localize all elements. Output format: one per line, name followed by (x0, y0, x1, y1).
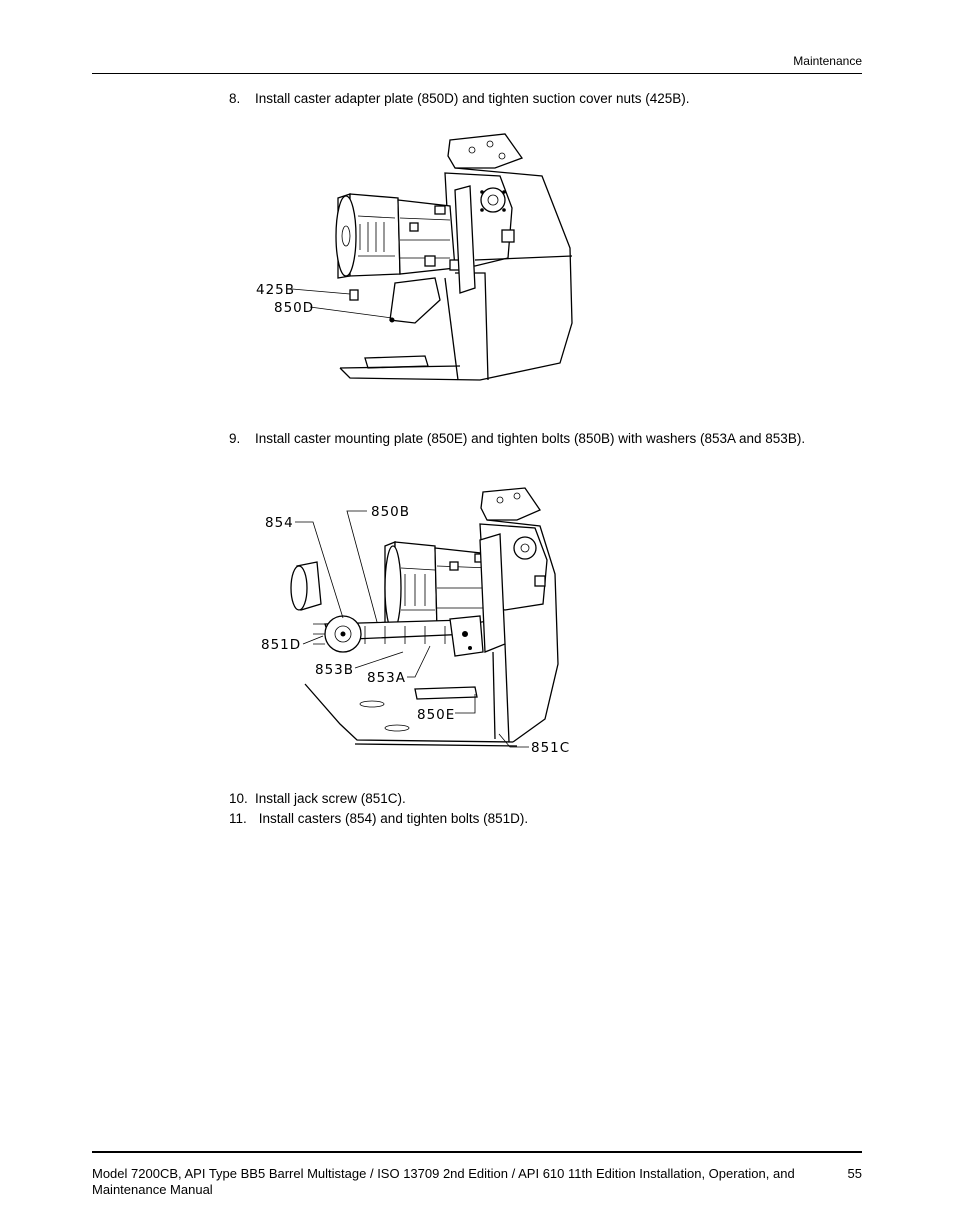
header-rule (92, 73, 862, 74)
step-number: 9. (229, 431, 241, 446)
callout-853b: 853B (315, 662, 354, 678)
step-11: 11. Install casters (854) and tighten bo… (229, 809, 849, 828)
callout-851d: 851D (261, 637, 301, 653)
callout-425b: 425B (256, 282, 295, 298)
step-number: 11. (229, 811, 247, 826)
footer-rule (92, 1151, 862, 1153)
step-10: 10. Install jack screw (851C). (229, 789, 849, 808)
figure-caster-mounting-plate: 854 850B 851D 853B 853A 850E 851C (261, 487, 570, 756)
step-text: Install caster mounting plate (850E) and… (255, 431, 806, 446)
callout-850b: 850B (371, 504, 410, 520)
step-9: 9. Install caster mounting plate (850E) a… (229, 429, 849, 448)
step-number: 10. (229, 791, 248, 806)
figure-caster-adapter-plate: 425B 850D (256, 133, 573, 381)
callout-853a: 853A (367, 670, 406, 686)
step-text: Install jack screw (851C). (255, 791, 406, 806)
callout-854: 854 (265, 515, 294, 531)
step-8: 8. Install caster adapter plate (850D) an… (229, 89, 849, 108)
callout-850d: 850D (274, 300, 314, 316)
header-section-title: Maintenance (793, 54, 862, 68)
page-number: 55 (847, 1166, 862, 1181)
step-number: 8. (229, 91, 241, 106)
callout-850e: 850E (417, 707, 455, 723)
callout-851c: 851C (531, 740, 570, 756)
step-text: Install casters (854) and tighten bolts … (255, 811, 529, 826)
footer-manual-title: Model 7200CB, API Type BB5 Barrel Multis… (92, 1166, 795, 1197)
step-text: Install caster adapter plate (850D) and … (255, 91, 690, 106)
